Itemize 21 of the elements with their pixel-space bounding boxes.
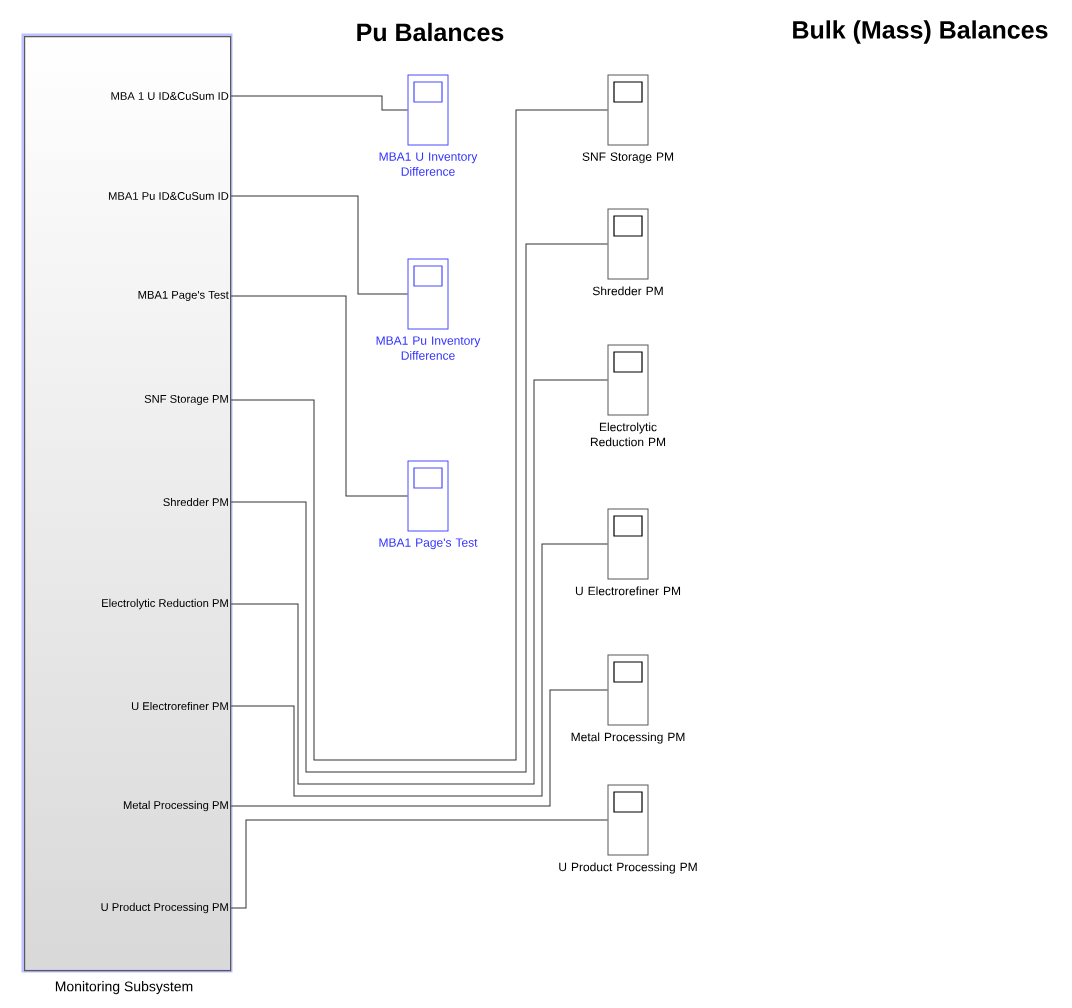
connector-line [230,689,608,807]
scope-block [607,508,649,580]
connector-line [230,195,408,295]
scope-block [407,258,449,330]
section-heading: Bulk (Mass) Balances [793,20,1048,44]
connector-line [230,95,408,111]
section-heading: Pu Balances [357,22,504,42]
scope-block [607,344,649,416]
connector-line [230,109,608,761]
subsystem-block [21,33,233,973]
connector-line [230,243,608,773]
scope-block [407,460,449,532]
scope-block [607,74,649,146]
connector-line [230,295,408,497]
scope-block [607,208,649,280]
connector-line [230,379,608,785]
scope-block [407,74,449,146]
scope-block [607,654,649,726]
connector-line [230,543,608,797]
scope-block [607,784,649,856]
connector-line [230,819,608,909]
